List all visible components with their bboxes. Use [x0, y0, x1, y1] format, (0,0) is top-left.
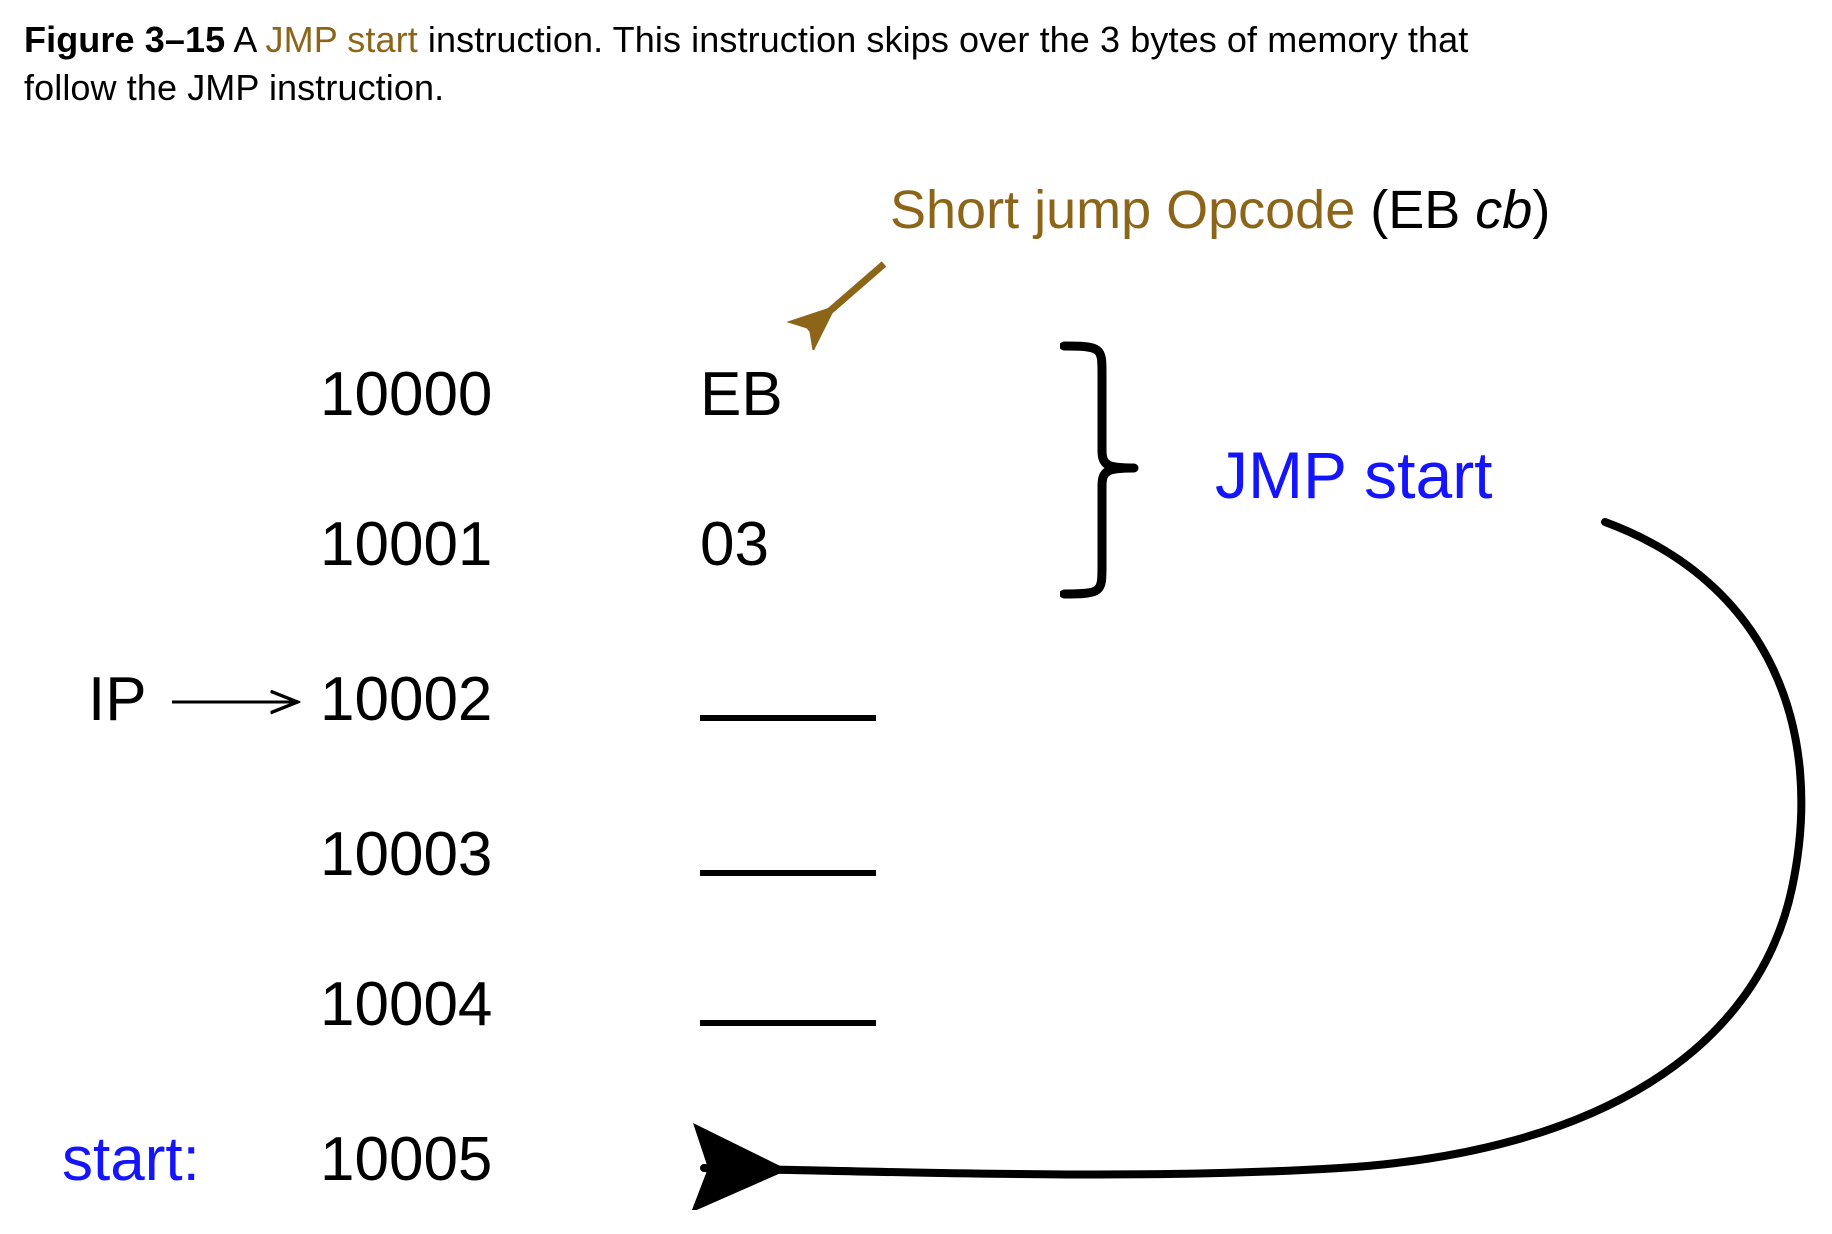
- opcode-note-paren-open: (EB: [1355, 180, 1476, 240]
- opcode-note-label: Short jump Opcode: [890, 180, 1356, 240]
- memory-address: 10000: [320, 360, 493, 429]
- caption-text-after: instruction. This instruction skips over…: [24, 19, 1469, 108]
- start-label: start:: [62, 1125, 200, 1194]
- short-jump-opcode-annotation: Short jump Opcode (EB cb): [890, 183, 1550, 237]
- ip-pointer-arrow-icon: [172, 672, 318, 732]
- memory-address: 10002: [320, 665, 493, 734]
- memory-value: [700, 968, 930, 1042]
- jmp-instruction-label: JMP start: [1215, 438, 1493, 512]
- empty-byte-dash-icon: [700, 715, 876, 721]
- memory-address: 10003: [320, 820, 493, 889]
- opcode-note-paren-close: ): [1532, 180, 1551, 240]
- memory-address: 10005: [320, 1125, 493, 1194]
- opcode-pointer-arrow-icon: [786, 261, 887, 350]
- memory-address: 10004: [320, 970, 493, 1039]
- figure-number: Figure 3–15: [24, 19, 226, 60]
- empty-byte-dash-icon: [700, 870, 876, 876]
- memory-value: [700, 818, 930, 892]
- memory-value: 03: [700, 510, 769, 579]
- ip-register-label: IP: [88, 665, 147, 734]
- memory-address: 10001: [320, 510, 493, 579]
- figure-caption: Figure 3–15 A JMP start instruction. Thi…: [24, 16, 1524, 111]
- caption-text-before: A: [225, 19, 266, 60]
- empty-byte-dash-icon: [700, 1020, 876, 1026]
- memory-value: EB: [700, 360, 783, 429]
- memory-value: [700, 663, 930, 737]
- caption-highlight-jmp-start: JMP start: [265, 19, 418, 60]
- opcode-note-operand: cb: [1475, 180, 1533, 240]
- instruction-brace-icon: [1060, 341, 1139, 599]
